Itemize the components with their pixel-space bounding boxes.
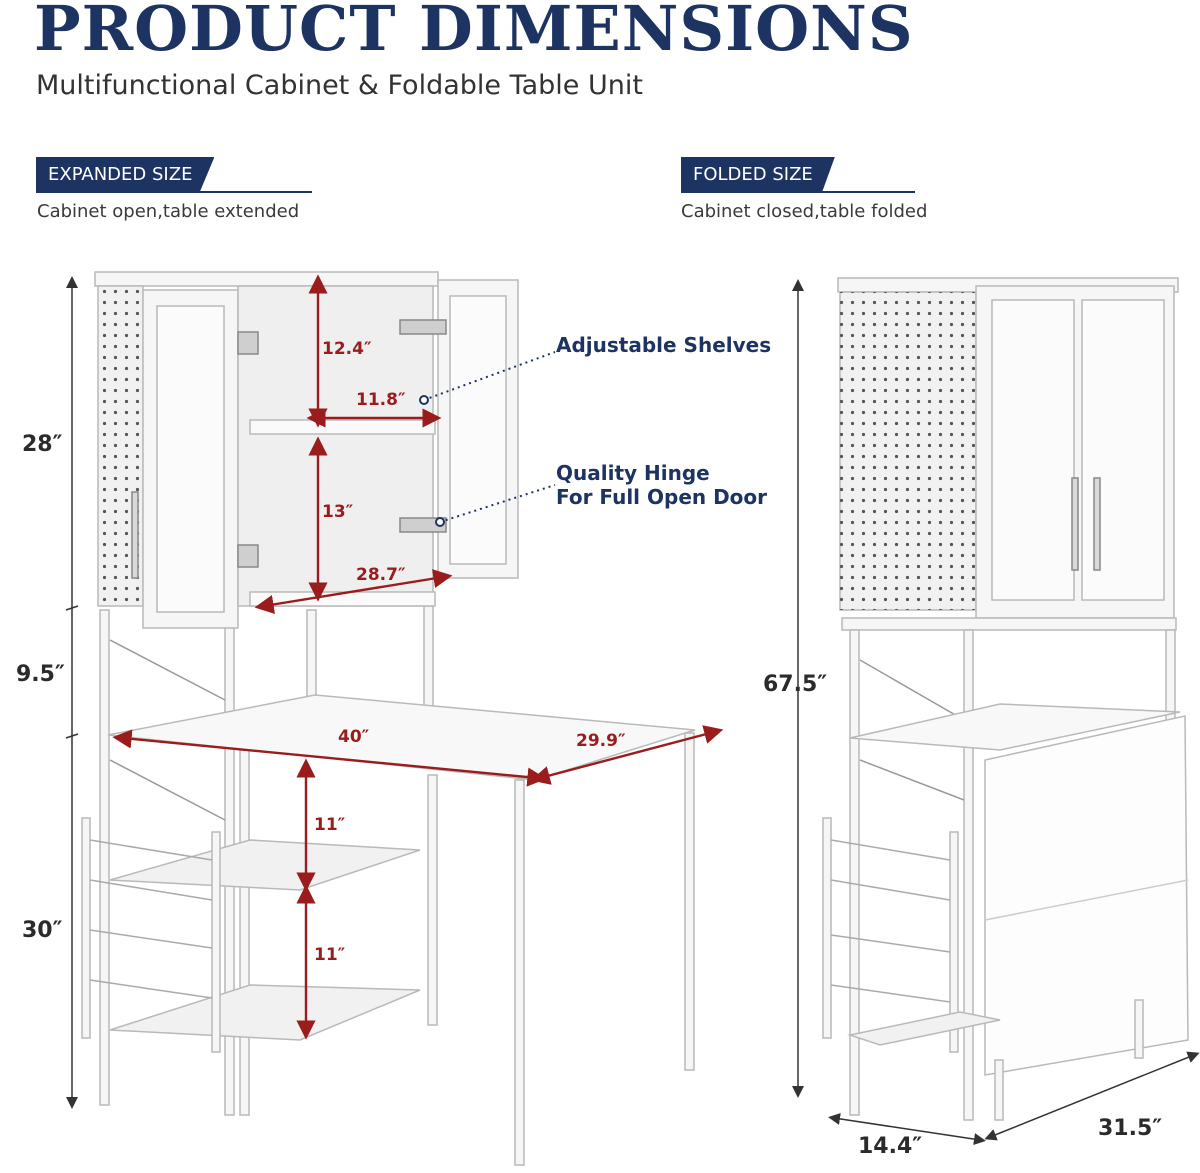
folded-width-label: 31.5″ xyxy=(1098,1116,1163,1141)
cabinet-width-label: 28.7″ xyxy=(356,565,406,585)
table-depth-label: 29.9″ xyxy=(576,731,626,751)
page-subtitle: Multifunctional Cabinet & Foldable Table… xyxy=(36,70,643,101)
expanded-size-tag: EXPANDED SIZE xyxy=(36,157,312,193)
folded-size-label: FOLDED SIZE xyxy=(681,157,835,191)
page-title: PRODUCT DIMENSIONS xyxy=(34,0,914,65)
callout-hinge-line2: For Full Open Door xyxy=(556,485,768,509)
lower-shelf-1-label: 11″ xyxy=(314,815,346,835)
shelf-height-top-label: 12.4″ xyxy=(322,339,372,359)
callout-leaders xyxy=(423,351,556,523)
shelf-depth-label: 11.8″ xyxy=(356,390,406,410)
shelf-height-bottom-label: 13″ xyxy=(322,502,354,522)
middle-height-label: 9.5″ xyxy=(16,662,65,687)
folded-size-tag: FOLDED SIZE xyxy=(681,157,915,193)
table-width-label: 40″ xyxy=(338,727,370,747)
callout-adjustable-shelves: Adjustable Shelves xyxy=(556,333,772,357)
callout-hinge-line1: Quality Hinge xyxy=(556,461,710,485)
expanded-size-label: EXPANDED SIZE xyxy=(36,157,215,191)
expanded-height-dim xyxy=(65,276,79,1109)
expanded-size-desc: Cabinet open,table extended xyxy=(37,201,300,222)
upper-height-label: 28″ xyxy=(22,432,63,457)
expanded-red-dims xyxy=(112,274,724,1040)
folded-dims xyxy=(792,279,1200,1146)
callout-quality-hinge: Quality Hinge For Full Open Door xyxy=(556,461,767,509)
lower-height-label: 30″ xyxy=(22,918,63,943)
folded-depth-label: 14.4″ xyxy=(858,1134,923,1159)
lower-shelf-2-label: 11″ xyxy=(314,945,346,965)
folded-height-label: 67.5″ xyxy=(763,672,828,697)
folded-unit xyxy=(822,277,1189,1121)
folded-size-desc: Cabinet closed,table folded xyxy=(681,201,928,222)
